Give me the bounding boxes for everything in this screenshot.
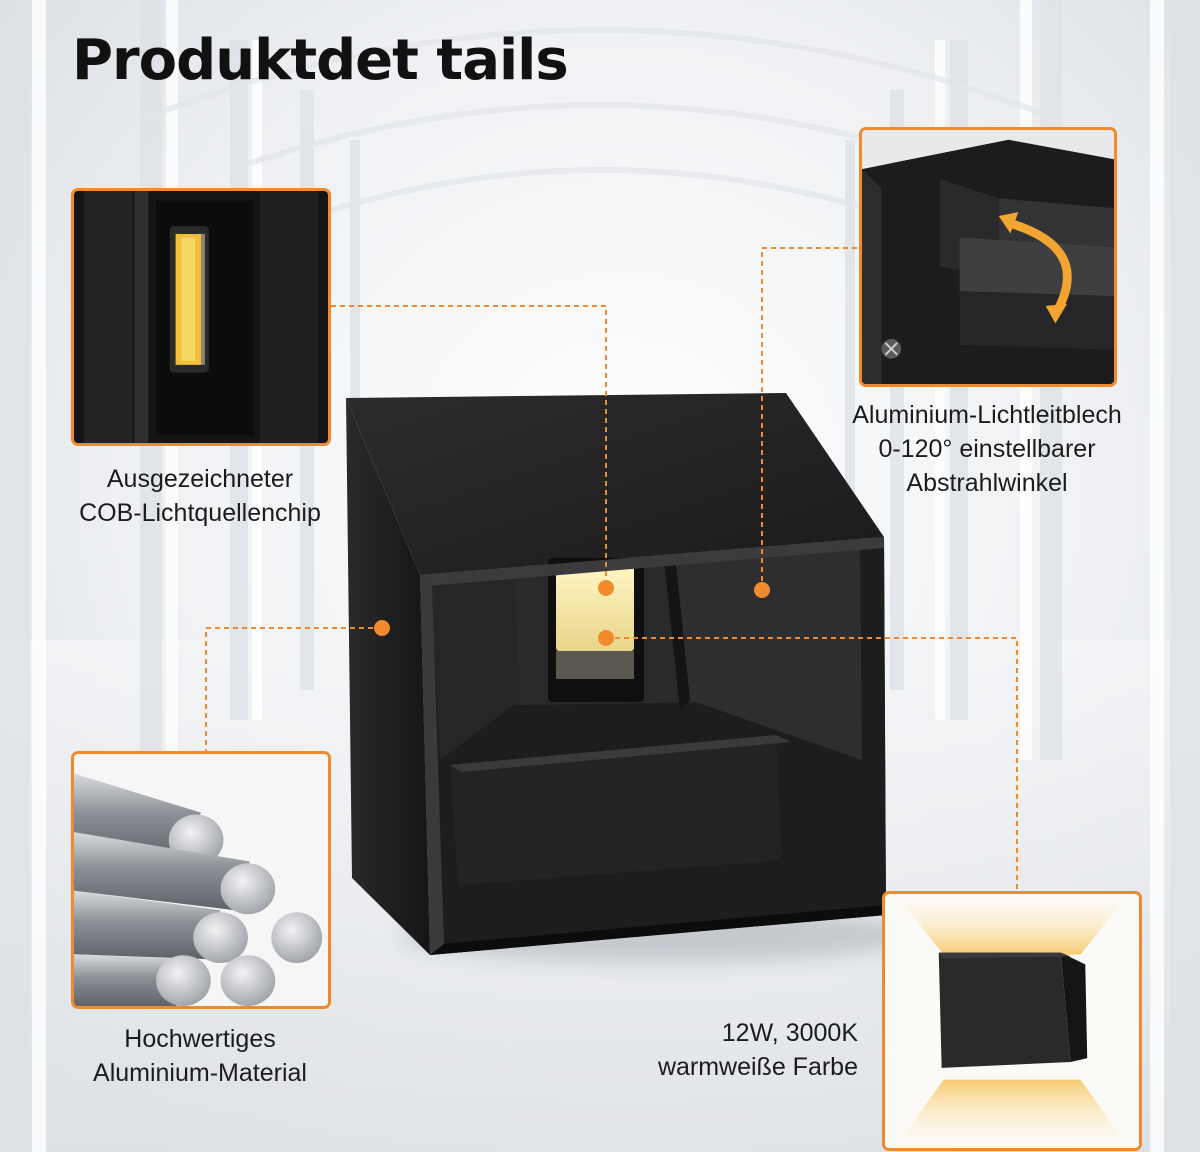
reflector-caption: Aluminium-Lichtleitblech 0-120° einstell… bbox=[812, 398, 1162, 500]
cob-chip-detail-image bbox=[71, 188, 331, 446]
reflector-caption-line-3: Abstrahlwinkel bbox=[906, 469, 1068, 497]
material-caption: Hochwertiges Aluminium-Material bbox=[40, 1022, 360, 1090]
reflector-detail-image bbox=[859, 127, 1117, 387]
page-title: Produktdet tails bbox=[72, 28, 569, 93]
light-caption-line-2: warmweiße Farbe bbox=[657, 1053, 858, 1081]
light-caption-line-1: 12W, 3000K bbox=[721, 1019, 858, 1047]
light-caption: 12W, 3000K warmweiße Farbe bbox=[600, 1016, 858, 1084]
cob-caption-line-1: Ausgezeichneter bbox=[106, 465, 294, 493]
aluminium-rods-image bbox=[71, 751, 331, 1009]
cob-caption-line-2: COB-Lichtquellenchip bbox=[79, 499, 321, 527]
warm-light-lamp-image bbox=[882, 891, 1142, 1151]
material-caption-line-1: Hochwertiges bbox=[124, 1025, 276, 1053]
material-caption-line-2: Aluminium-Material bbox=[93, 1059, 307, 1087]
cob-chip-caption: Ausgezeichneter COB-Lichtquellenchip bbox=[40, 462, 360, 530]
reflector-caption-line-1: Aluminium-Lichtleitblech bbox=[852, 401, 1122, 429]
reflector-caption-line-2: 0-120° einstellbarer bbox=[878, 435, 1096, 463]
